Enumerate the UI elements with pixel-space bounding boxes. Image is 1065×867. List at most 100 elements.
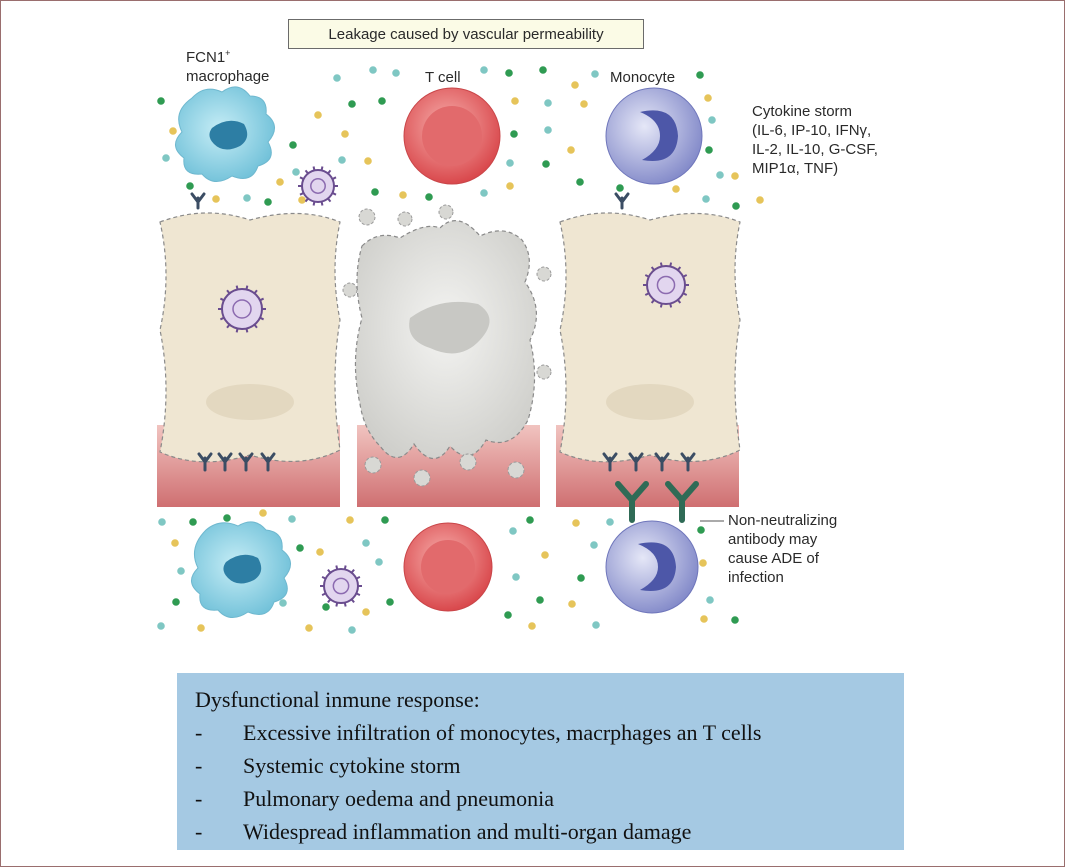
cytokine-dot <box>535 595 545 605</box>
cytokine-dot <box>332 73 342 83</box>
cytokine-dot <box>263 197 273 207</box>
cytokine-dot <box>275 177 285 187</box>
cytokine-dot <box>156 96 166 106</box>
cytokine-dot <box>424 192 434 202</box>
cytokine-dot <box>731 201 741 211</box>
cytokine-dot <box>304 623 314 633</box>
cytokine-dot <box>337 155 347 165</box>
cytokine-dot <box>730 615 740 625</box>
virus-particle <box>298 166 338 206</box>
antibody-label-line: antibody may <box>728 531 818 548</box>
cytokine-dot <box>361 538 371 548</box>
cytokine-dot <box>730 171 740 181</box>
cytokine-dot <box>699 614 709 624</box>
cytokine-dot <box>591 620 601 630</box>
cytokine-dot <box>538 65 548 75</box>
cytokine-dot <box>576 573 586 583</box>
cytokine-dots <box>156 65 765 635</box>
virus-particle <box>643 262 689 308</box>
cytokine-dot <box>605 517 615 527</box>
cytokine-dot <box>511 572 521 582</box>
monocyte-top <box>605 87 703 185</box>
macrophage-label: FCN1+ macrophage <box>186 44 306 86</box>
cytokine-dot <box>345 515 355 525</box>
cytokine-dot <box>176 566 186 576</box>
cytokine-dot <box>295 543 305 553</box>
cytokine-dot <box>479 65 489 75</box>
summary-item: - Widespread inflammation and multi-orga… <box>195 815 904 848</box>
cytokine-dot <box>211 194 221 204</box>
t-cell-top <box>403 87 501 185</box>
cytokine-dot <box>377 96 387 106</box>
antibody-ade-label: Non-neutralizing antibody may cause ADE … <box>728 511 837 587</box>
cytokine-dot <box>321 602 331 612</box>
cytokine-dot <box>222 513 232 523</box>
macrophage-label-name: FCN1 <box>186 49 226 66</box>
cytokine-dot <box>509 129 519 139</box>
cytokine-dot <box>385 597 395 607</box>
cytokine-dot <box>503 610 513 620</box>
macrophage-label-sup: + <box>225 48 231 58</box>
cytokine-dot <box>161 153 171 163</box>
cytokine-dot <box>527 621 537 631</box>
cytokine-dot <box>185 181 195 191</box>
cytokine-dot <box>504 68 514 78</box>
summary-bullet: - <box>195 720 203 745</box>
cytokine-dot <box>571 518 581 528</box>
vascular-leakage-label: Leakage caused by vascular permeability <box>288 19 644 49</box>
macrophage-top <box>175 86 275 182</box>
receptors <box>190 192 696 472</box>
cytokine-dot <box>479 188 489 198</box>
cytokine-dot <box>156 621 166 631</box>
epithelial-cell-left <box>159 212 341 463</box>
antibody-label-line: infection <box>728 569 784 586</box>
cytokine-dot <box>340 129 350 139</box>
cytokine-dot <box>363 156 373 166</box>
cytokine-dot <box>347 99 357 109</box>
non-neutralizing-antibodies <box>615 481 699 523</box>
monocyte-label: Monocyte <box>610 69 676 86</box>
cytokine-dot <box>505 181 515 191</box>
cytokine-storm-label: Cytokine storm (IL-6, IP-10, IFNγ, IL-2,… <box>752 102 878 178</box>
cytokine-dot <box>543 125 553 135</box>
summary-box: Dysfunctional inmune response: - Excessi… <box>177 673 904 850</box>
summary-heading: Dysfunctional inmune response: <box>195 687 480 712</box>
virus-particle <box>320 565 362 607</box>
nucleus-right <box>606 384 694 420</box>
cytokine-dot <box>171 597 181 607</box>
cytokine-dot <box>297 195 307 205</box>
cytokine-dot <box>703 93 713 103</box>
cytokine-dot <box>575 177 585 187</box>
nucleus-damaged <box>409 301 490 354</box>
cytokine-dot <box>242 193 252 203</box>
cytokine-label-line: MIP1α, TNF) <box>752 160 839 177</box>
cytokine-dot <box>291 167 301 177</box>
summary-bullet: - <box>195 753 203 778</box>
cytokine-dot <box>566 145 576 155</box>
macrophage-bottom <box>191 521 291 618</box>
monocyte-bottom <box>605 520 699 614</box>
virus-particles <box>218 166 689 607</box>
cytokine-dot <box>510 96 520 106</box>
cytokine-dot <box>615 183 625 193</box>
cytokine-dot <box>278 598 288 608</box>
cytokine-dot <box>368 65 378 75</box>
cytokine-dot <box>374 557 384 567</box>
cytokine-dot <box>695 70 705 80</box>
cytokine-dot <box>168 126 178 136</box>
cytokine-dot <box>540 550 550 560</box>
summary-item: - Systemic cytokine storm <box>195 749 904 782</box>
summary-item: - Pulmonary oedema and pneumonia <box>195 782 904 815</box>
antibody-label-line: Non-neutralizing <box>728 512 838 529</box>
cytokine-dot <box>590 69 600 79</box>
cytokine-dot <box>370 187 380 197</box>
cytokine-dot <box>704 145 714 155</box>
t-cell-label: T cell <box>425 69 461 86</box>
cytokine-dot <box>508 526 518 536</box>
macrophage-label-type: macrophage <box>186 68 270 85</box>
cytokine-dot <box>258 508 268 518</box>
cytokine-dot <box>505 158 515 168</box>
cytokine-dot <box>567 599 577 609</box>
cytokine-dot <box>589 540 599 550</box>
cytokine-dot <box>315 547 325 557</box>
